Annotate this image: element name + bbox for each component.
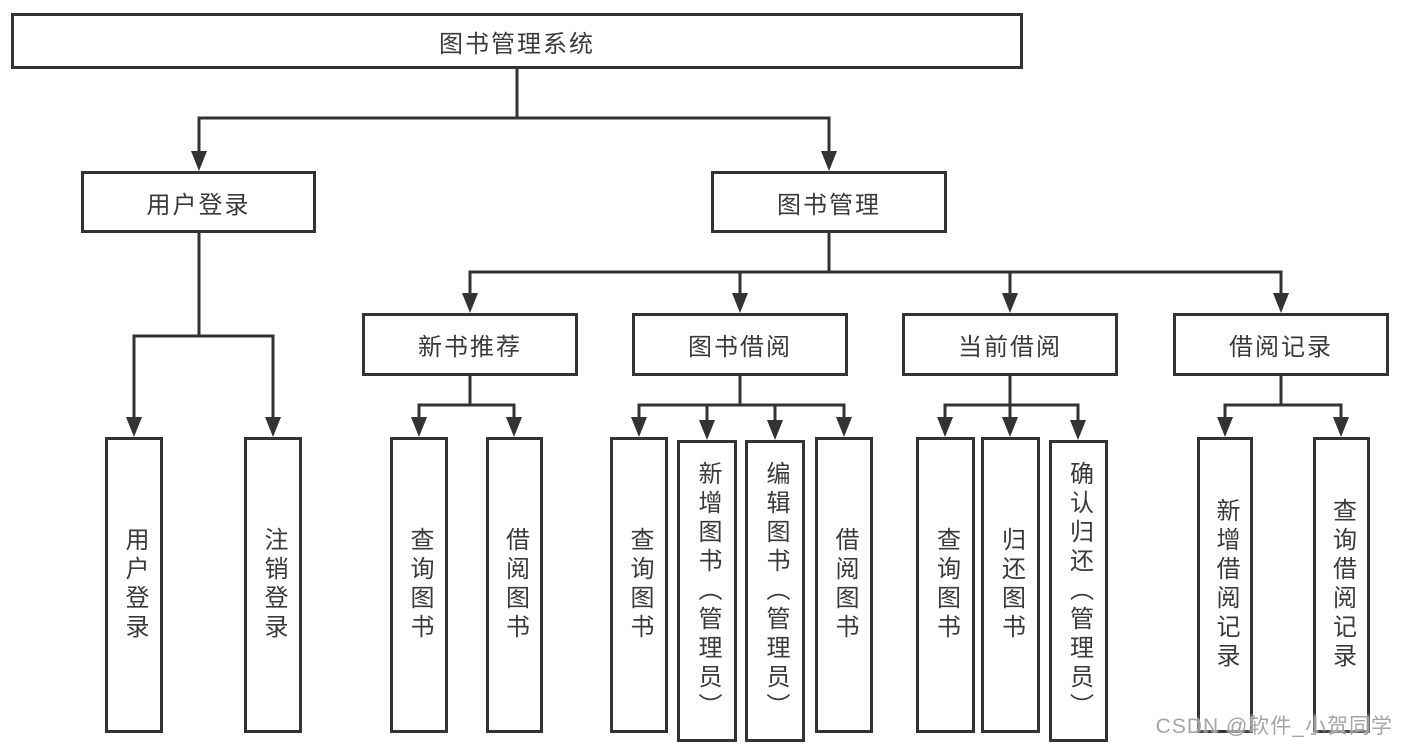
node-label: 用户登录 (146, 191, 251, 219)
node-new-book-recommend: 新书推荐 (362, 313, 578, 376)
leaf-query-books-current: 查询图书 (916, 437, 975, 733)
node-label: 图书借阅 (688, 334, 792, 361)
leaf-user-login: 用户登录 (105, 437, 163, 733)
leaf-return-book: 归还图书 (981, 437, 1040, 733)
node-label: 新书推荐 (418, 334, 522, 361)
node-label: 当前借阅 (958, 334, 1062, 361)
connector-segments (132, 67, 1343, 424)
node-label: 借阅图书 (501, 527, 529, 643)
node-book-borrow: 图书借阅 (632, 313, 848, 376)
leaf-borrow-books-recommend: 借阅图书 (486, 437, 543, 733)
node-label: 注销登录 (260, 527, 287, 643)
node-current-borrow: 当前借阅 (902, 313, 1118, 376)
node-borrow-records: 借阅记录 (1173, 313, 1389, 376)
leaf-add-borrow-record: 新增借阅记录 (1197, 437, 1253, 733)
node-book-management: 图书管理 (711, 171, 947, 233)
csdn-watermark: CSDN @软件_小贺同学 (1155, 715, 1393, 738)
arrowheads (126, 151, 1349, 440)
leaf-logout: 注销登录 (244, 437, 302, 733)
node-label: 用户登录 (121, 527, 148, 643)
node-label: 查询图书 (626, 527, 653, 643)
node-label: 确认归还（管理员） (1065, 460, 1093, 722)
leaf-add-book-admin: 新增图书（管理员） (677, 440, 737, 742)
node-label: 新增借阅记录 (1212, 498, 1239, 672)
node-label: 查询图书 (406, 527, 433, 643)
leaf-query-books-recommend: 查询图书 (390, 437, 448, 733)
node-user-login: 用户登录 (81, 171, 316, 233)
node-label: 编辑图书（管理员） (762, 460, 789, 722)
leaf-query-books-borrow: 查询图书 (610, 437, 668, 733)
leaf-confirm-return-admin: 确认归还（管理员） (1049, 440, 1108, 742)
leaf-edit-book-admin: 编辑图书（管理员） (745, 440, 805, 742)
node-label: 图书管理 (777, 191, 881, 219)
node-label: 归还图书 (997, 527, 1025, 643)
node-label: 查询借阅记录 (1328, 498, 1356, 672)
node-label: 借阅记录 (1229, 334, 1333, 361)
node-library-management-system: 图书管理系统 (11, 13, 1023, 69)
node-label: 查询图书 (932, 527, 960, 643)
node-label: 新增图书（管理员） (694, 460, 721, 722)
node-label: 借阅图书 (831, 527, 858, 643)
node-label: 图书管理系统 (439, 30, 595, 58)
leaf-query-borrow-record: 查询借阅记录 (1313, 437, 1370, 733)
leaf-borrow-books: 借阅图书 (815, 437, 873, 733)
